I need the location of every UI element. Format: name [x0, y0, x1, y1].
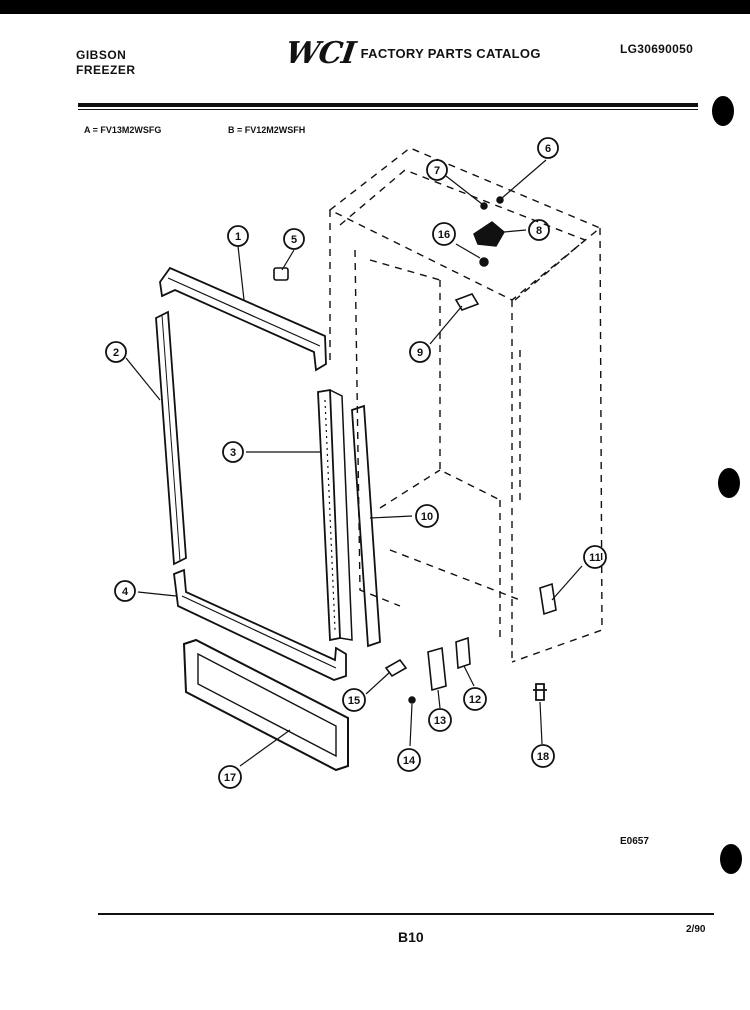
- svg-text:2: 2: [113, 347, 119, 359]
- callout-8: 8: [528, 219, 550, 241]
- product-type: FREEZER: [76, 63, 136, 77]
- svg-text:3: 3: [230, 447, 236, 459]
- svg-text:16: 16: [438, 229, 450, 241]
- callout-9: 9: [409, 341, 431, 363]
- callout-12: 12: [463, 687, 487, 711]
- catalog-header: WCI FACTORY PARTS CATALOG: [284, 36, 541, 71]
- model-a-label: A = FV13M2WSFG: [84, 125, 162, 135]
- svg-text:4: 4: [122, 586, 129, 598]
- svg-text:15: 15: [348, 695, 360, 707]
- door-gasket-bottom-inner: [181, 595, 337, 669]
- catalog-title: FACTORY PARTS CATALOG: [360, 46, 541, 61]
- breaker-strip: [351, 404, 381, 648]
- part-6-screw: [496, 196, 504, 204]
- cabinet-outline: [328, 147, 603, 663]
- part-8-hinge: [473, 221, 505, 247]
- part-16-washer: [479, 257, 489, 267]
- svg-text:1: 1: [235, 231, 241, 243]
- door-gasket-right-dots: [324, 399, 336, 631]
- callout-1: 1: [227, 225, 249, 247]
- svg-text:9: 9: [417, 347, 423, 359]
- part-13-hinge-plate: [427, 646, 447, 692]
- svg-text:14: 14: [403, 755, 416, 767]
- door-gasket-left-inner: [161, 314, 181, 562]
- door-gasket-top: [159, 266, 327, 372]
- callout-7: 7: [426, 159, 448, 181]
- callout-10: 10: [415, 504, 439, 528]
- revision-date: 2/90: [686, 924, 706, 935]
- callout-11: 11: [583, 545, 607, 569]
- binder-hole-mark: [718, 468, 740, 498]
- part-5-clip: [273, 267, 289, 281]
- svg-text:18: 18: [537, 751, 549, 763]
- part-12-hinge: [455, 636, 471, 670]
- door-gasket-left: [155, 310, 187, 566]
- leader-lines: [125, 159, 583, 767]
- model-b-label: B = FV12M2WSFH: [228, 125, 306, 135]
- svg-text:10: 10: [421, 511, 433, 523]
- callout-5: 5: [283, 228, 305, 250]
- callout-3: 3: [222, 441, 244, 463]
- callout-2: 2: [105, 341, 127, 363]
- svg-text:11: 11: [589, 552, 601, 564]
- part-9-bracket: [454, 293, 480, 311]
- toe-grille-inner: [197, 652, 337, 758]
- footer-rule: [98, 913, 714, 915]
- door-gasket-right-inner: [329, 389, 353, 641]
- svg-text:12: 12: [469, 694, 481, 706]
- door-gasket-bottom: [173, 568, 347, 681]
- svg-text:7: 7: [434, 165, 440, 177]
- callout-17: 17: [218, 765, 242, 789]
- callout-4: 4: [114, 580, 136, 602]
- svg-text:6: 6: [545, 143, 551, 155]
- svg-text:13: 13: [434, 715, 446, 727]
- door-gasket-right: [317, 388, 341, 642]
- svg-text:8: 8: [536, 225, 542, 237]
- svg-text:5: 5: [291, 234, 297, 246]
- callout-14: 14: [397, 748, 421, 772]
- page-number: B10: [398, 929, 424, 945]
- svg-text:17: 17: [224, 772, 236, 784]
- part-11-bracket: [539, 582, 557, 616]
- part-18-leveling-leg: [533, 683, 547, 701]
- part-14-screw: [408, 696, 416, 704]
- callout-16: 16: [432, 222, 456, 246]
- callout-18: 18: [531, 744, 555, 768]
- binder-hole-mark: [720, 844, 742, 874]
- scan-top-border: [0, 0, 750, 14]
- callout-15: 15: [342, 688, 366, 712]
- header-rule: [78, 103, 698, 107]
- binder-hole-mark: [712, 96, 734, 126]
- callout-6: 6: [537, 137, 559, 159]
- door-gasket-top-inner: [167, 277, 321, 347]
- part-7-screw: [480, 202, 488, 210]
- figure-code: E0657: [620, 836, 649, 847]
- brand-block: GIBSON FREEZER: [76, 48, 136, 78]
- brand-name: GIBSON: [76, 48, 127, 62]
- catalog-code: LG30690050: [620, 42, 694, 56]
- part-15-hinge-pin: [384, 658, 408, 678]
- header-rule-thin: [78, 109, 698, 110]
- callout-13: 13: [428, 708, 452, 732]
- toe-grille: [182, 638, 349, 772]
